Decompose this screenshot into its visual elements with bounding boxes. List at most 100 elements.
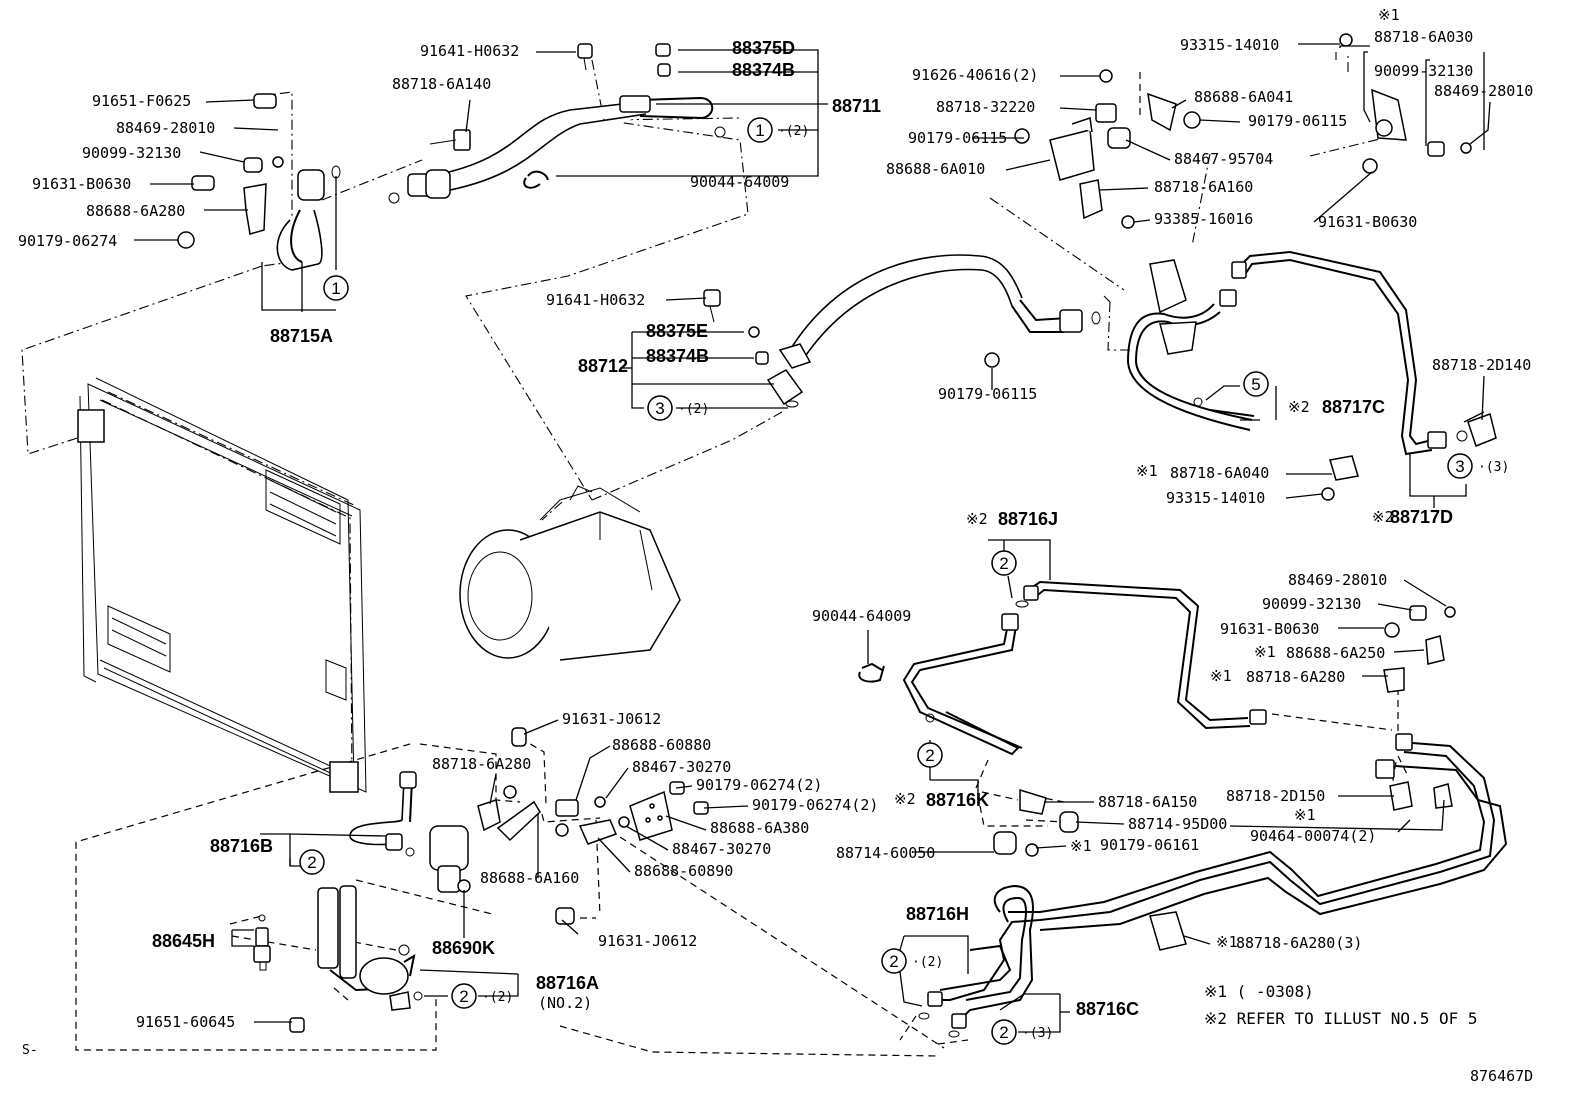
part-label-p53: 88718-6A150	[1098, 793, 1197, 811]
part-label-p21: 90179-06115	[1248, 112, 1347, 130]
part-label-p24: 88688-6A010	[886, 160, 985, 178]
part-label-p27: 93385-16016	[1154, 210, 1253, 228]
part-label-p71: 88716C	[1076, 999, 1139, 1019]
part-label-p83: ※2	[894, 790, 916, 808]
callout-number: 2	[925, 746, 934, 765]
part-label-p44: 88718-6A280	[1246, 668, 1345, 686]
part-label-p14: 93315-14010	[1180, 36, 1279, 54]
fasteners	[177, 43, 1000, 368]
part-label-p3: 88374B	[732, 60, 795, 80]
callout-circle	[1243, 371, 1269, 397]
callout-number: 5	[1251, 375, 1260, 394]
part-label-p86: ※1	[1216, 933, 1238, 951]
part-label-p6: 91651-F0625	[92, 92, 191, 110]
part-label-p26: 91631-B0630	[1318, 213, 1417, 231]
callout-circle	[881, 948, 907, 974]
part-label-p40: 90099-32130	[1262, 595, 1361, 613]
callout-number: 1	[755, 121, 764, 140]
part-label-p58: 88467-30270	[672, 840, 771, 858]
part-label-p84: ※1	[1294, 806, 1316, 824]
part-label-p48: 88718-6A280	[432, 755, 531, 773]
part-label-p69: (NO.2)	[538, 994, 592, 1012]
part-label-p49: 90179-06274(2)	[696, 776, 822, 794]
part-label-p46: 88688-60880	[612, 736, 711, 754]
part-label-p35: 88718-6A040	[1170, 464, 1269, 482]
part-label-p57: 88716B	[210, 836, 273, 856]
callout-number: 1	[331, 279, 340, 298]
part-label-p41: 90044-64009	[812, 607, 911, 625]
part-label-p82: ※1	[1210, 667, 1232, 685]
part-label-p85: ※1	[1070, 837, 1092, 855]
callout-c1: 1·(2)	[747, 117, 809, 143]
part-label-p30: 88712	[578, 356, 628, 376]
callout-number: 3	[1455, 457, 1464, 476]
part-label-p70: 91651-60645	[136, 1013, 235, 1031]
callout-circle	[323, 275, 349, 301]
part-label-p1: 91641-H0632	[420, 42, 519, 60]
part-label-p81: ※1	[1254, 643, 1276, 661]
condenser	[77, 377, 367, 793]
callout-number: 2	[307, 853, 316, 872]
part-label-p56: 90464-00074(2)	[1250, 827, 1376, 845]
hose-88712	[766, 254, 1101, 408]
pipe-88717	[1126, 250, 1497, 456]
leader-lines	[134, 43, 1491, 1033]
part-label-p31: 88374B	[646, 346, 709, 366]
callout-quantity: ·(2)	[678, 402, 709, 417]
callout-c3: 3 ·(2)	[647, 395, 709, 421]
part-label-p72: ※1 ( -0308)	[1204, 982, 1314, 1001]
part-label-p42: 91631-B0630	[1220, 620, 1319, 638]
part-label-p76: ※1	[1378, 6, 1400, 24]
part-label-p62: 88688-60890	[634, 862, 733, 880]
part-label-p7: 88469-28010	[116, 119, 215, 137]
part-label-p16: 91626-40616(2)	[912, 66, 1038, 84]
callout-circle	[991, 1019, 1017, 1045]
part-label-p80: ※2	[966, 510, 988, 528]
part-label-p12: 88715A	[270, 326, 333, 346]
part-label-p4: 88718-6A140	[392, 75, 491, 93]
part-label-p10: 88688-6A280	[86, 202, 185, 220]
callout-c4: 5	[1243, 371, 1269, 397]
callout-c6: 2	[991, 550, 1017, 576]
boundary-lines	[21, 52, 1409, 1057]
callout-c8: 2	[299, 849, 325, 875]
callout-c5: 3 ·(3)	[1447, 453, 1509, 479]
part-label-p45: 91631-J0612	[562, 710, 661, 728]
part-label-p68: 88716A	[536, 973, 599, 993]
callout-c11: 2·(3)	[991, 1019, 1053, 1045]
callout-circle	[451, 983, 477, 1009]
callout-c2: 1	[323, 275, 349, 301]
callout-number: 3	[655, 399, 664, 418]
part-label-p73: ※2 REFER TO ILLUST NO.5 OF 5	[1204, 1009, 1478, 1028]
part-label-p63: 88716H	[906, 904, 969, 924]
part-label-p15: 88718-6A030	[1374, 28, 1473, 46]
part-label-p20: 88718-32220	[936, 98, 1035, 116]
callout-number: 2	[999, 1023, 1008, 1042]
callout-quantity: ·(3)	[1478, 460, 1509, 475]
part-label-p23: 88467-95704	[1174, 150, 1273, 168]
part-label-p17: 90099-32130	[1374, 62, 1473, 80]
callout-circle	[747, 117, 773, 143]
callout-circle	[647, 395, 673, 421]
part-label-p18: 88469-28010	[1434, 82, 1533, 100]
compressor	[459, 485, 681, 661]
bottom-left-components	[253, 727, 709, 1033]
part-label-p77: ※2	[1288, 398, 1310, 416]
part-label-p9: 91631-B0630	[32, 175, 131, 193]
part-label-p52: 88716K	[926, 790, 989, 810]
hose-88711	[388, 95, 726, 204]
callout-c9: 2·(2)	[881, 948, 943, 974]
callout-circle	[917, 742, 943, 768]
part-label-p54: 88688-6A380	[710, 819, 809, 837]
callout-c7: 2	[917, 742, 943, 768]
part-label-p5: 88711	[832, 96, 881, 116]
part-label-p59: 88714-60050	[836, 844, 935, 862]
part-label-p61: 88688-6A160	[480, 869, 579, 887]
callout-circle	[1447, 453, 1473, 479]
callout-number: 2	[889, 952, 898, 971]
part-label-p74: 876467D	[1470, 1067, 1533, 1085]
callout-number: 2	[999, 554, 1008, 573]
callout-number: 2	[459, 987, 468, 1006]
